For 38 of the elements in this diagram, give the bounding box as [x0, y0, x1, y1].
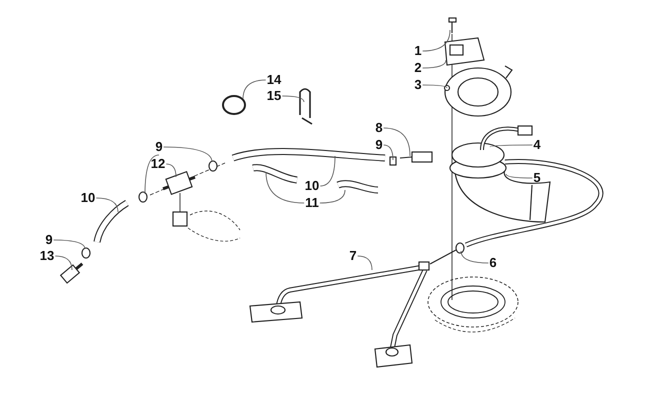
leader-line — [282, 96, 304, 102]
callout-number: 2 — [414, 61, 422, 75]
leader-line — [144, 154, 160, 194]
leader-line — [163, 146, 212, 162]
callout-number: 3 — [414, 78, 422, 92]
callout-number: 15 — [266, 89, 282, 103]
callout-number: 14 — [266, 73, 282, 87]
callout-number: 1 — [414, 44, 422, 58]
leader-line — [357, 256, 372, 270]
leader-line — [53, 240, 86, 250]
leader-line — [166, 164, 176, 178]
leader-line — [460, 250, 489, 264]
callout-number: 6 — [489, 256, 497, 270]
leader-line — [422, 84, 448, 88]
leader-line — [54, 256, 72, 270]
leader-line — [422, 30, 450, 52]
leader-line — [266, 172, 305, 204]
callout-number: 13 — [40, 249, 54, 263]
leader-line — [490, 144, 533, 148]
callout-number: 10 — [80, 191, 96, 205]
callout-number: 7 — [349, 249, 357, 263]
callout-number: 8 — [375, 121, 383, 135]
leader-line — [319, 190, 346, 204]
leader-line — [242, 80, 266, 100]
callout-number: 5 — [533, 171, 541, 185]
callout-number: 10 — [304, 179, 320, 193]
leader-line — [320, 156, 336, 186]
callout-number: 12 — [150, 157, 166, 171]
callout-number: 9 — [45, 233, 53, 247]
leader-line — [96, 198, 118, 212]
callout-number: 9 — [155, 140, 163, 154]
leader-line — [506, 174, 533, 178]
callout-number: 11 — [305, 196, 319, 210]
leader-line — [422, 60, 446, 68]
leader-line — [383, 128, 410, 156]
callout-number: 9 — [375, 138, 383, 152]
leader-line — [383, 144, 394, 160]
callout-number: 4 — [533, 138, 541, 152]
